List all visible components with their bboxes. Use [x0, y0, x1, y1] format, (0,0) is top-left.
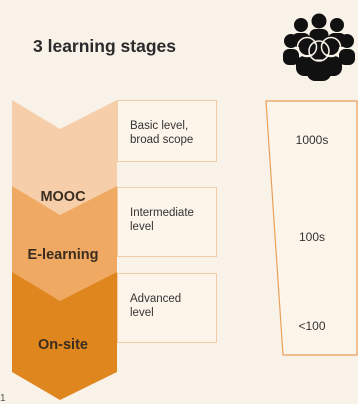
- description-line: Intermediate: [130, 207, 194, 219]
- stage-label-on-site: On-site: [38, 337, 88, 353]
- diagram-title: 3 learning stages: [33, 36, 176, 56]
- stage-label-mooc: MOOC: [40, 189, 86, 205]
- stage-description-mooc: Basic level, broad scope: [117, 100, 217, 162]
- people-group-icon: [283, 13, 355, 81]
- stage-description-on-site: Advanced level: [117, 273, 217, 343]
- description-line: level: [130, 306, 154, 319]
- description-line: level: [130, 220, 154, 233]
- stage-chevron-e-learning: [12, 186, 117, 314]
- description-line: Basic level,: [130, 120, 189, 132]
- stage-chevron-on-site: [12, 272, 117, 400]
- audience-count-e-learning: 100s: [298, 230, 326, 244]
- audience-count-on-site: <100: [298, 319, 326, 333]
- description-line: broad scope: [130, 133, 194, 146]
- stage-label-e-learning: E-learning: [27, 247, 99, 263]
- corner-mark: 1: [0, 393, 6, 404]
- audience-size-funnel: [265, 100, 358, 356]
- description-line: Advanced: [130, 293, 182, 305]
- stage-chevron-mooc: [12, 100, 117, 228]
- audience-count-mooc: 1000s: [295, 133, 329, 147]
- stage-description-e-learning: Intermediate level: [117, 187, 217, 257]
